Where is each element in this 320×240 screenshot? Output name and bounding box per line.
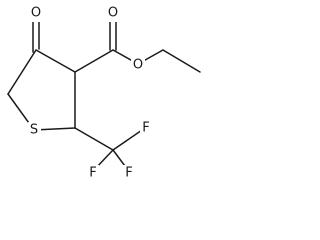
fluorine-top-label: F <box>142 121 149 136</box>
bond-c2-cf3 <box>74 127 114 151</box>
oxo-oxygen-label: O <box>31 6 41 21</box>
ester-carbonyl-oxygen-label: O <box>108 6 118 21</box>
bond-c3-ester-c <box>74 49 114 73</box>
ester-ether-oxygen-label: O <box>133 58 143 73</box>
bonds <box>7 21 201 171</box>
fluorine-bottom-label: F <box>125 166 132 181</box>
bond-ethyl-ch2-ch3 <box>162 49 201 73</box>
ring-sulfur-label: S <box>30 123 38 138</box>
molecule-diagram: O O O S F F F <box>7 6 201 181</box>
atom-labels: O O O S F F F <box>28 6 152 181</box>
bond-ring-c4-c5 <box>7 49 37 95</box>
fluorine-left-label: F <box>89 166 96 181</box>
bond-cf3-f-top <box>112 127 146 151</box>
bond-ring-c4-c3 <box>35 49 76 73</box>
